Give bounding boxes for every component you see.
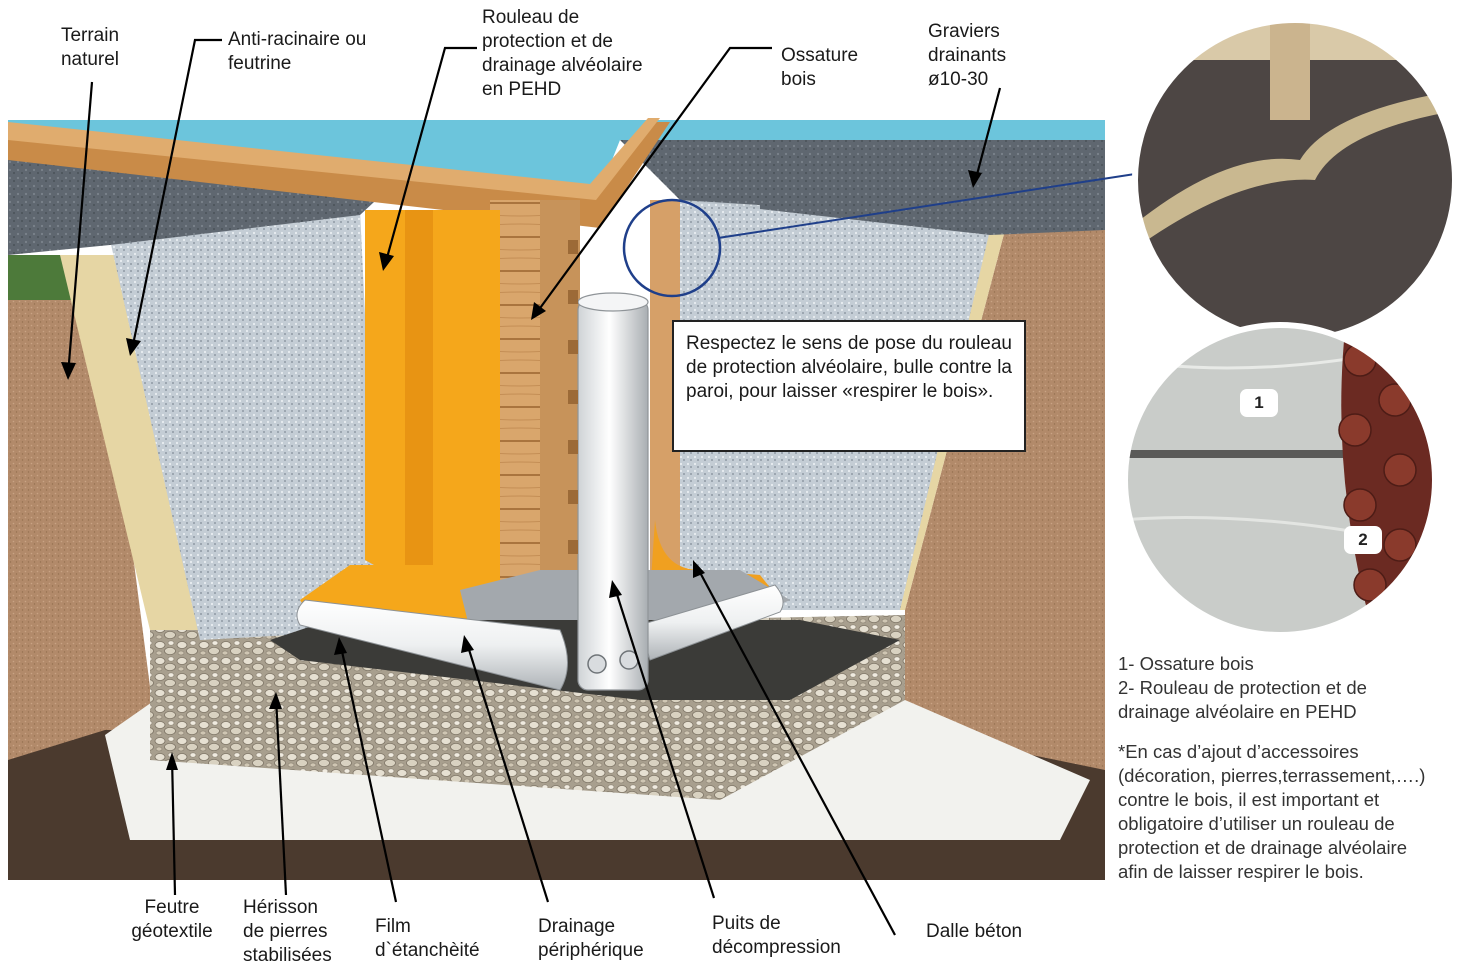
decompression-well-top — [577, 292, 649, 312]
detail-photo-membrane — [1132, 17, 1458, 343]
anti-root-felt-left — [60, 255, 200, 630]
leader-puits — [612, 584, 716, 899]
leader-feutre — [170, 756, 177, 896]
detail-connector-line — [717, 173, 1136, 239]
drain-gravel-left — [110, 210, 380, 640]
footnote-line: protection et de drainage alvéolaire — [1118, 837, 1407, 858]
decompression-well — [577, 299, 649, 691]
legend-note-2: 2- Rouleau de protection et de — [1118, 677, 1367, 698]
leader-arrowheads — [61, 170, 982, 770]
footnote-line: *En cas d’ajout d’accessoires — [1118, 741, 1359, 762]
label-ossature-bois: Ossature bois — [781, 45, 859, 90]
peripheral-drain-pipe — [296, 599, 568, 691]
footnote-line: (décoration, pierres,terrassement,….) — [1118, 765, 1426, 786]
detail-photo-wood-bubbles — [1122, 322, 1438, 638]
side-notes: 1- Ossature bois 2- Rouleau de protectio… — [1118, 652, 1458, 884]
label-anti-racinaire: Anti-racinaire ou feutrine — [228, 29, 367, 74]
protection-roll-post — [405, 210, 433, 580]
leader-film — [338, 641, 398, 903]
leader-rouleau-protection — [383, 46, 477, 266]
footnote-line: obligatoire d’utiliser un rouleau de — [1118, 813, 1395, 834]
leader-ossature-bois — [534, 46, 772, 316]
natural-soil-right — [905, 230, 1105, 880]
pool-water — [8, 120, 1105, 215]
label-puits-decompression: Puits de décompression — [712, 913, 841, 958]
label-film-etancheite: Film d`étanchèité — [375, 916, 480, 961]
leader-terrain-naturel — [66, 81, 94, 376]
leader-dalle — [695, 564, 896, 936]
legend-note-3: drainage alvéolaire en PEHD — [1118, 701, 1357, 722]
label-graviers-drainants: Graviers drainants ø10-30 — [928, 21, 1007, 90]
footnote-line: contre le bois, il est important et — [1118, 789, 1380, 810]
gravel-top-right — [620, 140, 1105, 235]
footnote-line: afin de laisser respirer le bois. — [1118, 861, 1364, 882]
label-feutre-geotextile: Feutre géotextile — [131, 897, 213, 942]
leader-graviers — [973, 87, 1002, 183]
well-hole-1 — [587, 654, 607, 674]
detail-highlight-circle — [622, 198, 722, 298]
legend-note-1: 1- Ossature bois — [1118, 653, 1254, 674]
label-herisson: Hérisson de pierres stabilisées — [243, 897, 332, 966]
label-terrain-naturel: Terrain naturel — [60, 25, 120, 70]
pool-deck-edge-top — [8, 118, 660, 200]
label-dalle-beton: Dalle béton — [926, 921, 1023, 942]
label-rouleau-protection: Rouleau de protection et de drainage alv… — [482, 7, 643, 100]
label-drainage-peripherique: Drainage périphérique — [538, 916, 644, 961]
callout-installation-tip: Respectez le sens de pose du rouleau de … — [672, 320, 1026, 452]
leader-herisson — [274, 696, 288, 896]
leader-lines — [66, 38, 1002, 936]
detail-badge-2: 2 — [1344, 526, 1382, 554]
leader-anti-racinaire — [130, 38, 222, 351]
peripheral-drain-pipe-right — [639, 584, 784, 661]
detail-badge-1: 1 — [1240, 389, 1278, 417]
leader-drainage — [464, 639, 550, 903]
wall-notches — [568, 240, 578, 554]
